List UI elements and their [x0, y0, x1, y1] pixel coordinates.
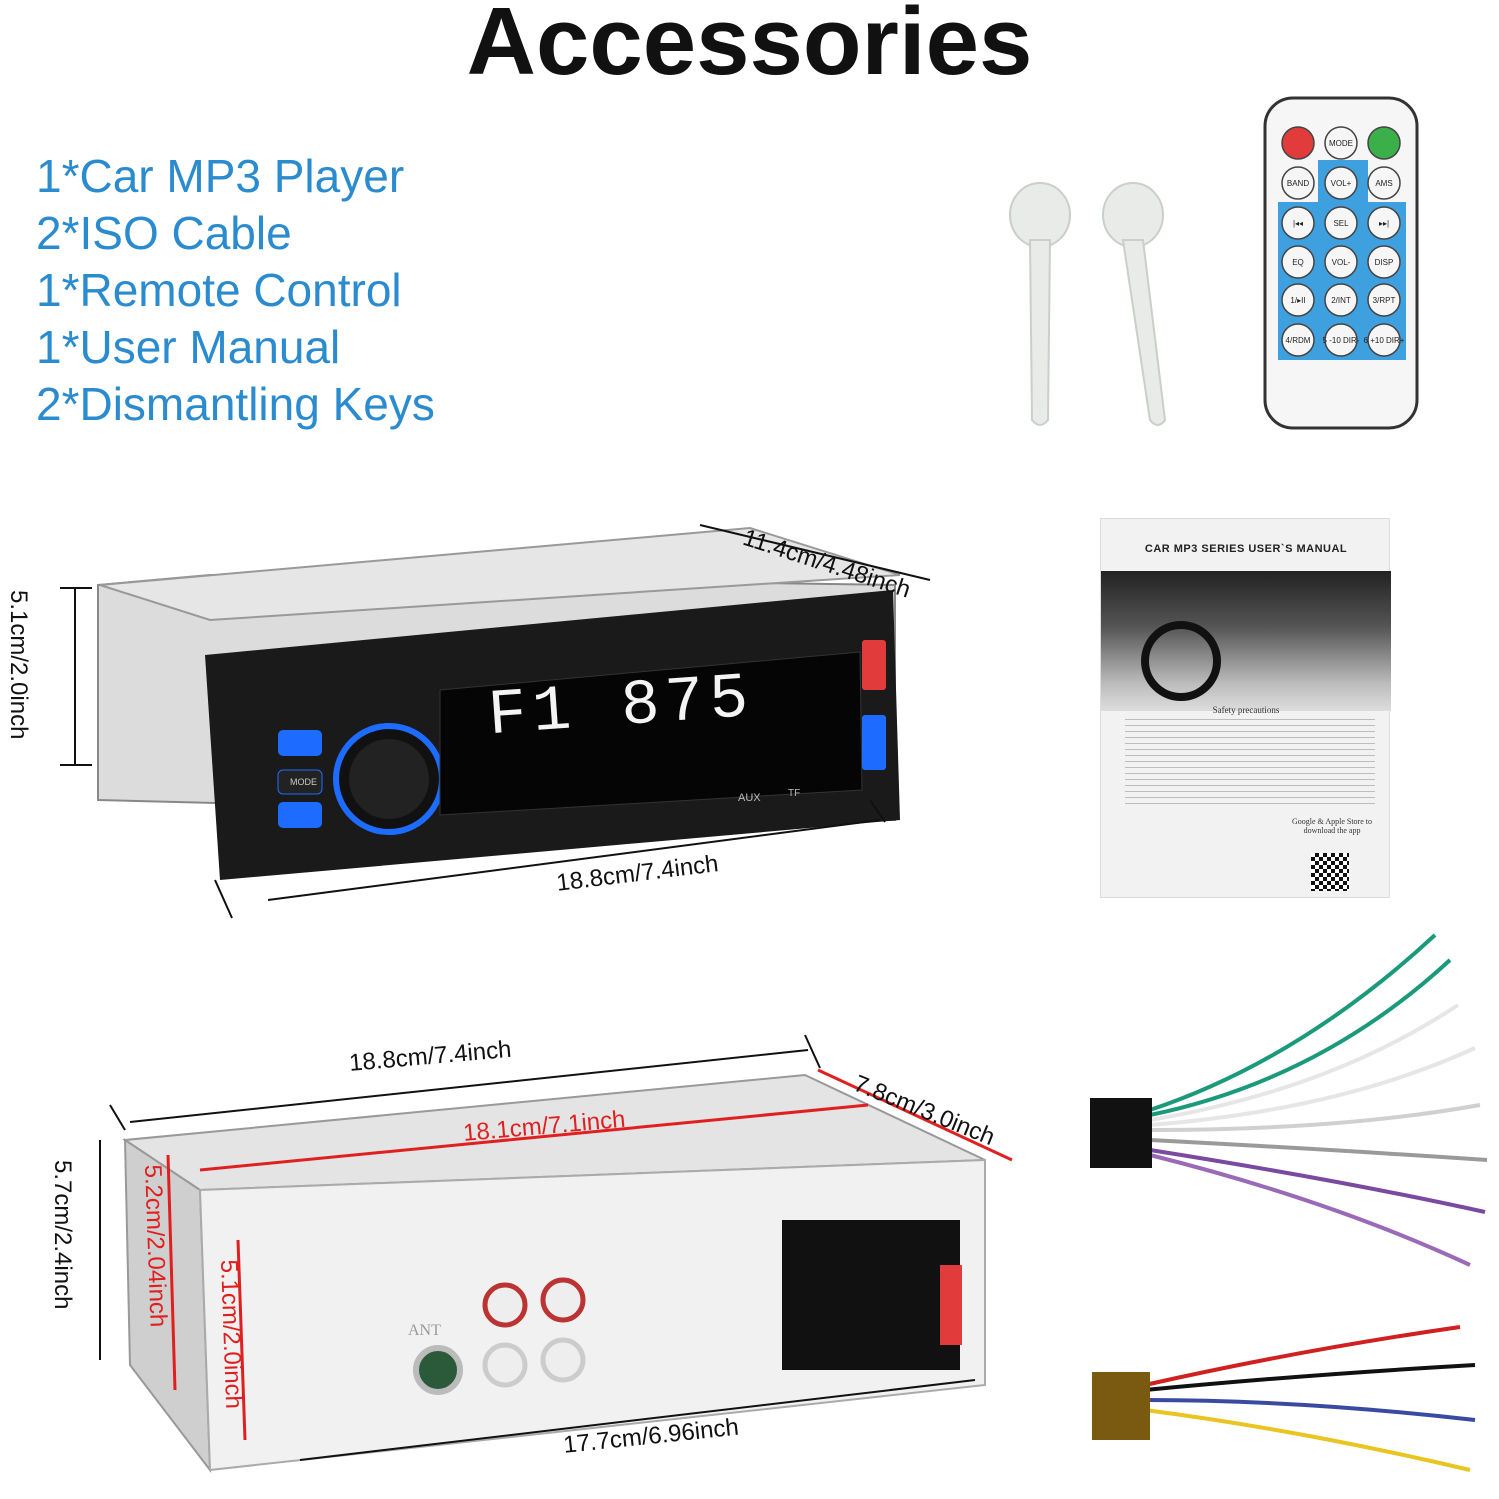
- remote-button-label: 5 -10 DIR-: [1323, 336, 1360, 345]
- mode-button-label: MODE: [290, 777, 317, 787]
- remote-button-label: SEL: [1333, 219, 1349, 228]
- antenna-jack-icon: [413, 1345, 463, 1395]
- remote-button-label: MODE: [1329, 139, 1353, 148]
- prev-button-icon: [278, 802, 322, 828]
- rear-panel-height-dimension: 5.1cm/2.0inch: [215, 1259, 248, 1410]
- remote-button-label: DISP: [1375, 258, 1394, 267]
- manual-cover-photo: [1101, 571, 1391, 711]
- user-manual: CAR MP3 SERIES USER`S MANUAL Safety prec…: [1100, 518, 1391, 898]
- remote-button-label: 4/RDM: [1286, 336, 1311, 345]
- list-item: 2*ISO Cable: [36, 207, 292, 259]
- remote-button: [1367, 283, 1401, 317]
- steering-wheel-icon: [1141, 621, 1221, 701]
- list-item: 1*Car MP3 Player: [36, 150, 405, 202]
- rear-inner-width-dimension: 18.1cm/7.1inch: [462, 1105, 627, 1147]
- antenna-label: ANT: [408, 1322, 441, 1339]
- tf-slot-label: TF: [788, 788, 801, 799]
- rear-bottom-width-dimension: 17.7cm/6.96inch: [562, 1413, 740, 1459]
- remote-button-label: 6 +10 DIR+: [1364, 336, 1405, 345]
- rear-depth-dimension: 7.8cm/3.0inch: [849, 1070, 999, 1152]
- rear-outer-height-dimension: 5.7cm/2.4inch: [49, 1160, 76, 1310]
- remote-button: [1367, 245, 1401, 279]
- front-width-dimension: 18.8cm/7.4inch: [555, 850, 720, 897]
- remote-button-label: VOL-: [1332, 258, 1351, 267]
- remote-button-label: |◂◂: [1293, 219, 1303, 228]
- rca-jack-icon: [540, 1277, 586, 1323]
- aux-port-label: AUX: [738, 792, 761, 804]
- volume-knob-icon: [333, 723, 445, 835]
- remote-button: [1281, 166, 1315, 200]
- remote-button-label: VOL+: [1331, 179, 1352, 188]
- front-depth-dimension: 11.4cm/4.48inch: [739, 524, 914, 604]
- iso-connector-icon: [782, 1220, 960, 1370]
- manual-body-text: [1125, 719, 1375, 809]
- manual-section-app: Google & Apple Store to download the app: [1292, 817, 1372, 835]
- display-readout: F1 875: [485, 662, 757, 754]
- remote-button-label: 1/▸II: [1290, 296, 1305, 305]
- remote-button: [1367, 206, 1401, 240]
- remote-button-label: 3/RPT: [1373, 296, 1396, 305]
- accessory-list: 1*Car MP3 Player 2*ISO Cable 1*Remote Co…: [36, 148, 435, 433]
- list-item: 1*User Manual: [36, 321, 341, 373]
- manual-title: CAR MP3 SERIES USER`S MANUAL: [1144, 543, 1348, 555]
- remote-button: [1324, 283, 1358, 317]
- remote-button: [1324, 245, 1358, 279]
- rca-jack-icon: [482, 1282, 528, 1328]
- list-item: 1*Remote Control: [36, 264, 402, 316]
- rca-jack-icon: [540, 1337, 586, 1383]
- front-height-dimension: 5.1cm/2.0inch: [5, 590, 32, 740]
- remote-button: [1281, 283, 1315, 317]
- power-icon: [1281, 126, 1315, 160]
- remote-button: [1281, 206, 1315, 240]
- remote-button-label: BAND: [1287, 179, 1309, 188]
- usb-port-icon: [862, 715, 886, 770]
- remote-button: [1324, 323, 1358, 357]
- dismantling-key-icon: [1102, 182, 1167, 426]
- list-item: 2*Dismantling Keys: [36, 378, 435, 430]
- page-title: Accessories: [466, 0, 1033, 95]
- remote-button-label: AMS: [1375, 179, 1392, 188]
- remote-key-area: [1278, 202, 1406, 352]
- remote-button: [1324, 206, 1358, 240]
- remote-button: [1281, 323, 1315, 357]
- iso-plug-icon: [1090, 1098, 1152, 1168]
- rear-inner-height-dimension: 5.2cm/2.04inch: [139, 1164, 172, 1328]
- remote-button: [1367, 323, 1401, 357]
- iso-plug-icon: [1092, 1372, 1150, 1440]
- dismantling-key-icon: [1009, 182, 1071, 426]
- rear-top-width-dimension: 18.8cm/7.4inch: [348, 1035, 513, 1077]
- usb-port-icon: [862, 640, 886, 690]
- remote-button: [1367, 166, 1401, 200]
- remote-button: [1324, 166, 1358, 200]
- remote-button-label: 2/INT: [1331, 296, 1351, 305]
- remote-body: [1263, 96, 1419, 430]
- remote-button-label: ▸▸|: [1379, 219, 1389, 228]
- next-button-icon: [278, 730, 322, 756]
- qr-code-icon: [1311, 853, 1349, 891]
- remote-button-label: EQ: [1292, 258, 1304, 267]
- fuse-icon: [940, 1265, 962, 1345]
- remote-button: [1281, 245, 1315, 279]
- remote-button: [1324, 126, 1358, 160]
- rca-jack-icon: [482, 1342, 528, 1388]
- manual-section-safety: Safety precautions: [1212, 705, 1280, 715]
- mute-icon: [1367, 126, 1401, 160]
